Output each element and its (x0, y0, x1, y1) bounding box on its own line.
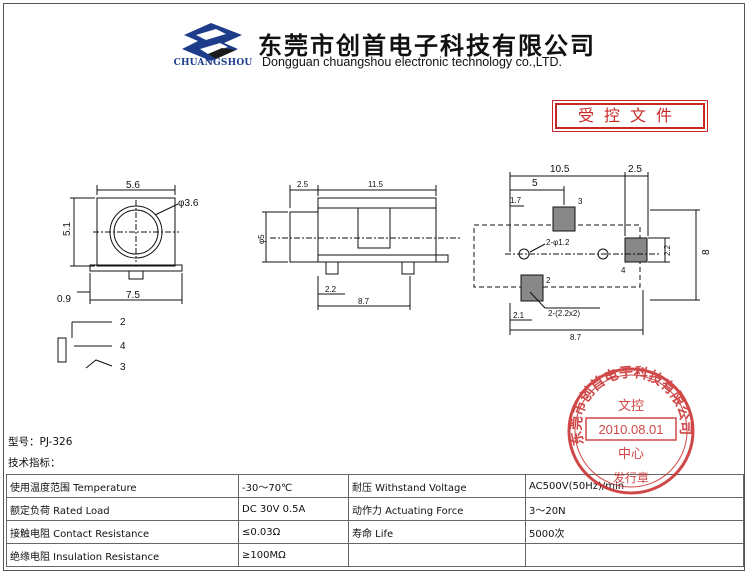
letterhead: CHUANGSHOU 东莞市创首电子科技有限公司 Dongguan chuang… (0, 0, 750, 78)
pcb-mid-label: 5 (532, 178, 538, 189)
model-label: 型号：PJ-326 (8, 436, 73, 448)
front-height-label: 5.1 (62, 222, 73, 236)
pcb-pad-label: 2-(2.2x2) (548, 309, 580, 318)
pcb-bottom-span-label: 8.7 (570, 333, 582, 342)
spec-cell: 动作力 Actuating Force (348, 497, 526, 521)
front-view (70, 185, 183, 304)
pcb-left-offset-label: 1.7 (510, 196, 522, 205)
spec-cell: 耐压 Withstand Voltage (348, 474, 526, 498)
controlled-document-stamp: 受控文件 (552, 100, 708, 132)
pcb-total-height-label: 8 (701, 249, 712, 255)
spec-cell: DC 30V 0.5A (238, 497, 349, 521)
company-logo (182, 23, 242, 61)
spec-cell (525, 543, 744, 567)
spec-cell: 寿命 Life (348, 520, 526, 544)
pcb-pin-2: 2 (546, 276, 551, 285)
table-row: 额定负荷 Rated Load DC 30V 0.5A 动作力 Actuatin… (6, 497, 744, 521)
spec-table: 使用温度范围 Temperature -30～70℃ 耐压 Withstand … (6, 474, 744, 567)
pcb-layout (473, 172, 700, 335)
side-head-label: 2.5 (297, 180, 309, 189)
table-row: 绝缘电阻 Insulation Resistance ≥100MΩ (6, 543, 744, 567)
side-view (262, 185, 460, 310)
spec-cell: 接触电阻 Contact Resistance (6, 520, 239, 544)
pcb-pad-height-label: 2.2 (663, 244, 672, 256)
seal-mid1: 文控 (618, 399, 644, 414)
spec-cell: ≤0.03Ω (238, 520, 349, 544)
pcb-overall-label: 10.5 (550, 164, 570, 175)
pcb-hole-label: 2-φ1.2 (546, 238, 570, 247)
spec-cell: 额定负荷 Rated Load (6, 497, 239, 521)
pcb-pin-4: 4 (621, 266, 626, 275)
spec-cell: 使用温度范围 Temperature (6, 474, 239, 498)
pcb-pin-3: 3 (578, 197, 583, 206)
schematic (57, 321, 113, 369)
spec-cell: 5000次 (525, 520, 744, 544)
spec-title: 技术指标： (8, 457, 61, 469)
company-seal: 东莞市创首电子科技有限公司 文控 2010.08.01 中心 发行章 (567, 364, 695, 495)
company-name-en: Dongguan chuangshou electronic technolog… (262, 55, 562, 69)
front-width-label: 5.6 (126, 180, 140, 191)
front-hole-label: φ3.6 (178, 198, 199, 209)
pcb-left-bottom-label: 2.1 (513, 311, 525, 320)
seal-bottom: 发行章 (613, 470, 649, 485)
spec-cell: -30～70℃ (238, 474, 349, 498)
side-body-label: 11.5 (368, 180, 384, 189)
company-name-cn: 东莞市创首电子科技有限公司 (258, 31, 596, 60)
table-row: 接触电阻 Contact Resistance ≤0.03Ω 寿命 Life 5… (6, 520, 744, 544)
schematic-pin-4: 4 (120, 341, 126, 352)
front-base-label: 7.5 (126, 290, 140, 301)
side-pin-label: 2.2 (325, 285, 337, 294)
spec-cell: ≥100MΩ (238, 543, 349, 567)
seal-mid2: 中心 (618, 447, 644, 462)
schematic-pin-3: 3 (120, 362, 126, 373)
side-span-label: 8.7 (358, 297, 370, 306)
front-offset-label: 0.9 (57, 294, 71, 305)
schematic-pin-2: 2 (120, 317, 126, 328)
spec-cell: 3～20N (525, 497, 744, 521)
pcb-right-label: 2.5 (628, 164, 642, 175)
spec-cell: 绝缘电阻 Insulation Resistance (6, 543, 239, 567)
technical-drawing: 5.6 φ3.6 5.1 7.5 0.9 2 4 3 2.5 11.5 φ5 2… (57, 164, 712, 373)
document-frame (3, 3, 745, 571)
seal-date: 2010.08.01 (598, 422, 663, 437)
side-dia-label: φ5 (257, 234, 266, 244)
spec-cell (348, 543, 526, 567)
logo-text: CHUANGSHOU (173, 58, 253, 68)
